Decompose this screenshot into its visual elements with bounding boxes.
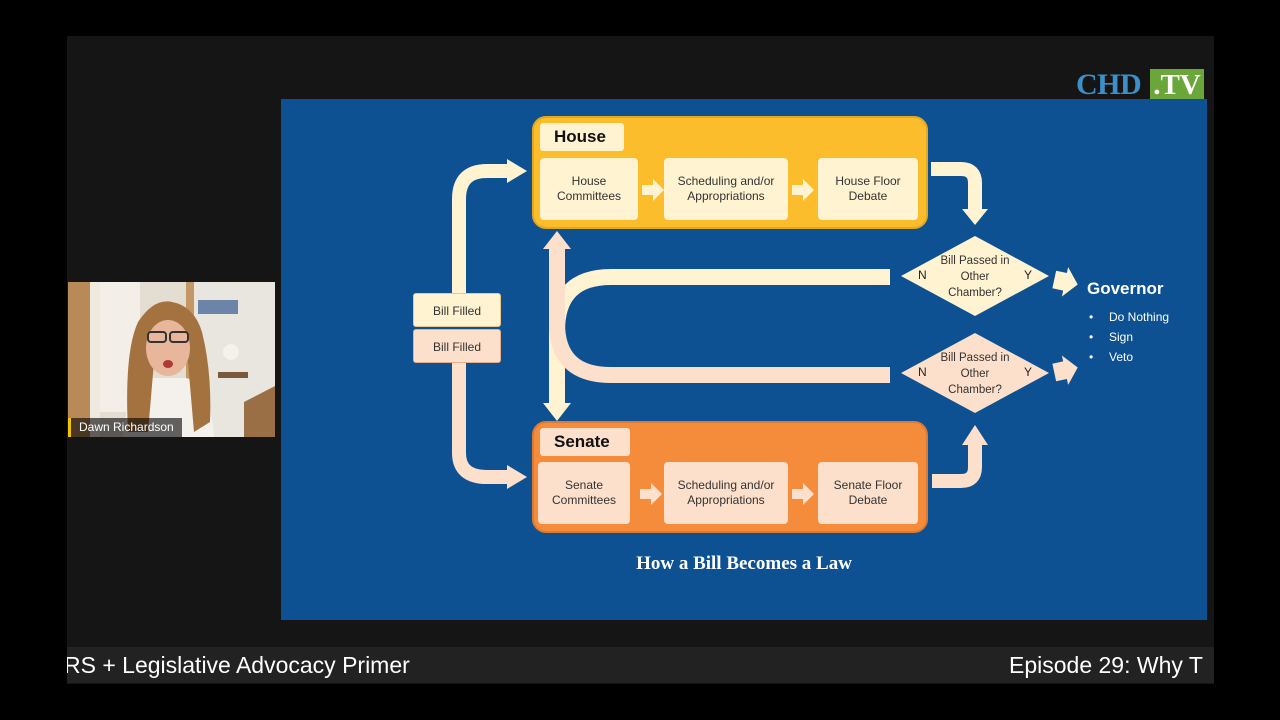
decision-question: Bill Passed in Other Chamber? [940, 255, 1010, 299]
webcam-feed [68, 282, 275, 437]
logo-tv-badge: .TV [1150, 69, 1204, 101]
ticker-left-text: RS + Legislative Advocacy Primer [67, 652, 410, 678]
arrow-n-to-senate [543, 403, 571, 421]
governor-option: Sign [1089, 327, 1169, 347]
lower-third-ticker: RS + Legislative Advocacy Primer Episode… [67, 647, 1214, 683]
arrow-senate-to-decision [962, 425, 988, 445]
ticker-right-text: Episode 29: Why T [1009, 652, 1203, 678]
senate-step-arrow-2 [792, 483, 814, 505]
decision-senate-passed: N Bill Passed in Other Chamber? Y [900, 332, 1050, 414]
decision-question: Bill Passed in Other Chamber? [940, 352, 1010, 396]
flow-connectors [452, 159, 1078, 489]
governor-option: Veto [1089, 347, 1169, 367]
house-step-committees: House Committees [540, 158, 638, 220]
bill-filed-house: Bill Filled [413, 293, 501, 327]
decision-house-passed: N Bill Passed in Other Chamber? Y [900, 235, 1050, 317]
decision-yes-label: Y [1024, 268, 1033, 282]
house-label: House [540, 123, 624, 151]
decision-no-label: N [918, 365, 927, 379]
house-step-scheduling: Scheduling and/or Appropriations [664, 158, 788, 220]
arrow-to-senate [507, 465, 527, 489]
house-step-floor-debate: House Floor Debate [818, 158, 918, 220]
arrow-y-to-governor-1 [1052, 267, 1078, 297]
presentation-slide: Bill Filled Bill Filled House House Comm… [281, 99, 1207, 620]
arrow-n-to-house [543, 231, 571, 249]
governor-panel: Governor Do Nothing Sign Veto [1087, 279, 1169, 367]
house-step-arrow-2 [792, 179, 814, 201]
logo-chd-text: CHD [1076, 68, 1142, 101]
bill-filed-senate: Bill Filled [413, 329, 501, 363]
arrow-house-to-decision [962, 209, 988, 225]
decision-yes-label: Y [1024, 365, 1033, 379]
decision-no-label: N [918, 268, 927, 282]
senate-label: Senate [540, 428, 630, 456]
governor-options: Do Nothing Sign Veto [1087, 307, 1169, 367]
house-chamber: House House Committees Scheduling and/or… [532, 116, 928, 229]
arrow-to-house [507, 159, 527, 183]
senate-step-arrow-1 [640, 483, 662, 505]
governor-option: Do Nothing [1089, 307, 1169, 327]
decision-diamond-shape [901, 236, 1049, 316]
senate-step-floor-debate: Senate Floor Debate [818, 462, 918, 524]
slide-title: How a Bill Becomes a Law [636, 553, 852, 574]
house-step-arrow-1 [642, 179, 664, 201]
webcam-name-tag: Dawn Richardson [68, 418, 182, 437]
senate-step-committees: Senate Committees [538, 462, 630, 524]
webcam-image [68, 282, 275, 437]
decision-diamond-shape [901, 333, 1049, 413]
senate-chamber: Senate Senate Committees Scheduling and/… [532, 421, 928, 533]
governor-title: Governor [1087, 279, 1164, 298]
senate-step-scheduling: Scheduling and/or Appropriations [664, 462, 788, 524]
arrow-y-to-governor-2 [1052, 355, 1078, 385]
